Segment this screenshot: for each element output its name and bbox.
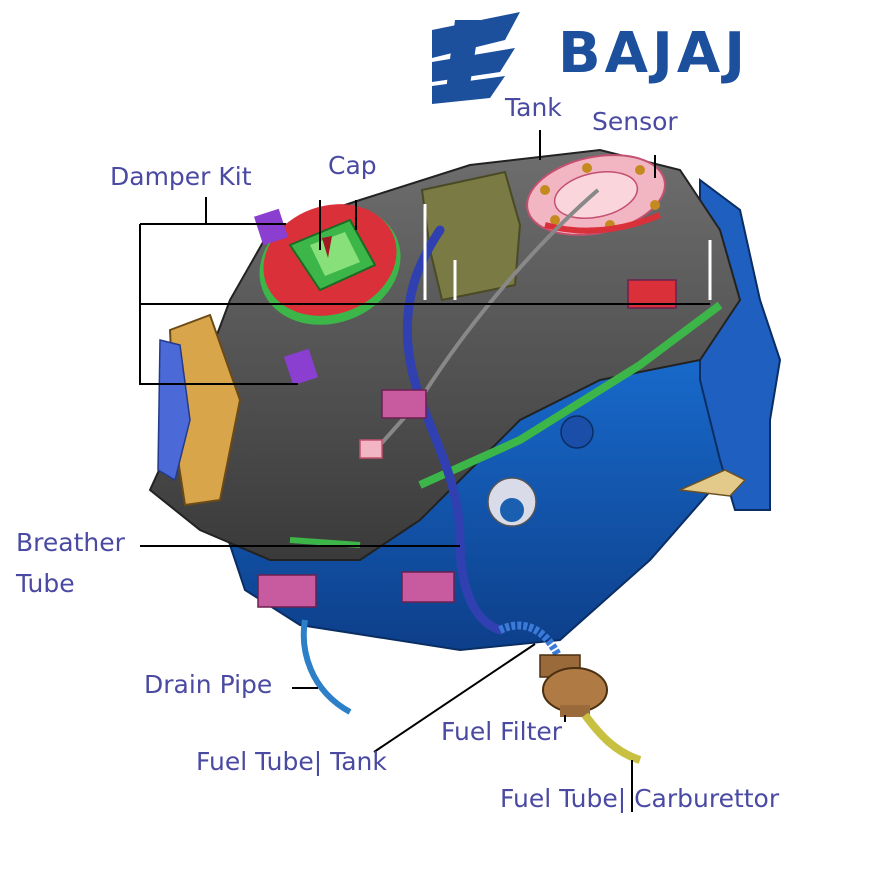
label-damper-kit: Damper Kit — [110, 163, 252, 192]
label-fuel-tube-tank: Fuel Tube| Tank — [196, 748, 387, 777]
label-fuel-filter: Fuel Filter — [441, 718, 562, 747]
label-sensor: Sensor — [592, 108, 678, 137]
drain-pipe — [304, 620, 350, 712]
label-breather-tube-line1: Breather — [16, 529, 125, 558]
pink-clip — [258, 575, 316, 607]
fuel-tube-carburettor-line — [585, 715, 640, 760]
label-cap: Cap — [328, 152, 377, 181]
label-breather-tube-line2: Tube — [16, 570, 75, 599]
fuel-filter-body — [540, 655, 607, 717]
label-drain-pipe: Drain Pipe — [144, 671, 272, 700]
label-tank: Tank — [505, 94, 562, 123]
label-fuel-tube-carburettor: Fuel Tube| Carburettor — [500, 785, 779, 814]
